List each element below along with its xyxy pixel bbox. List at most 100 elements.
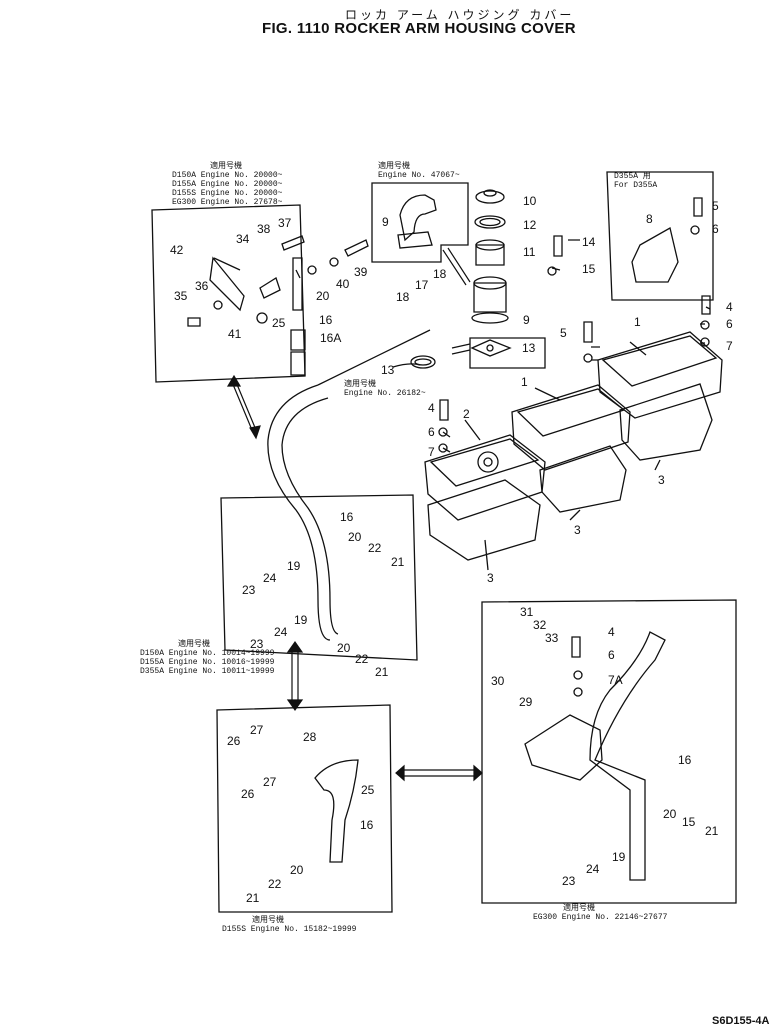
callout-4: 4	[726, 300, 733, 314]
callout-21: 21	[705, 824, 719, 838]
callout-21: 21	[391, 555, 405, 569]
callout-17: 17	[415, 278, 429, 292]
callout-20: 20	[337, 641, 351, 655]
callout-4: 4	[608, 625, 615, 639]
rocker-cover-left	[424, 434, 546, 561]
callout-36: 36	[195, 279, 209, 293]
callout-6: 6	[712, 222, 719, 236]
applicability-bottom-right: 適用号機 EG300 Engine No. 22146~27677	[533, 904, 668, 922]
callout-3: 3	[658, 473, 665, 487]
callout-22: 22	[355, 652, 369, 666]
callout-21: 21	[375, 665, 389, 679]
applicability-top-right: D355A 用 For D355A	[614, 172, 658, 190]
callout-20: 20	[316, 289, 330, 303]
detail-box-d355a	[606, 171, 714, 301]
callout-35: 35	[174, 289, 188, 303]
callout-19: 19	[612, 850, 626, 864]
callout-42: 42	[170, 243, 184, 257]
callout-18: 18	[396, 290, 410, 304]
callout-21: 21	[246, 891, 260, 905]
callout-25: 25	[361, 783, 375, 797]
callout-6: 6	[726, 317, 733, 331]
callout-31: 31	[520, 605, 534, 619]
callout-30: 30	[491, 674, 505, 688]
figure-title: FIG. 1110 ROCKER ARM HOUSING COVER	[262, 20, 576, 37]
cover-plate-eg300	[524, 714, 603, 781]
callout-27: 27	[263, 775, 277, 789]
tube-16-bottom-right	[589, 631, 666, 881]
callout-22: 22	[268, 877, 282, 891]
callout-3: 3	[574, 523, 581, 537]
detail-box-bottom-right	[481, 599, 737, 904]
rocker-cover-right	[597, 331, 723, 461]
applicability-top-left: 適用号機 D150A Engine No. 20000~ D155A Engin…	[172, 162, 283, 207]
rocker-cover-middle	[511, 384, 631, 513]
detail-box-mid-left	[220, 494, 418, 661]
callout-16: 16	[360, 818, 374, 832]
callout-7: 7	[726, 339, 733, 353]
drawing-code: S6D155-4A	[712, 1015, 770, 1027]
reference-arrows	[226, 247, 483, 782]
callout-20: 20	[663, 807, 677, 821]
callout-2: 2	[463, 407, 470, 421]
detail-box-13	[469, 337, 546, 369]
detail-box-top-mid	[371, 182, 469, 263]
callout-7a: 7A	[608, 673, 623, 687]
callout-12: 12	[523, 218, 537, 232]
callout-9: 9	[382, 215, 389, 229]
callout-29: 29	[519, 695, 533, 709]
callout-15: 15	[582, 262, 596, 276]
callout-10: 10	[523, 194, 537, 208]
callout-26: 26	[241, 787, 255, 801]
d355a-plate	[631, 227, 679, 283]
callout-20: 20	[348, 530, 362, 544]
callout-24: 24	[263, 571, 277, 585]
callout-28: 28	[303, 730, 317, 744]
title-japanese: ロッカ アーム ハウジング カバー	[345, 8, 575, 22]
callout-15: 15	[682, 815, 696, 829]
callout-11: 11	[523, 245, 536, 259]
callout-32: 32	[533, 618, 547, 632]
callout-8: 8	[646, 212, 653, 226]
callout-25: 25	[272, 316, 286, 330]
callout-3: 3	[487, 571, 494, 585]
callout-1: 1	[634, 315, 641, 329]
callout-23: 23	[562, 874, 576, 888]
callout-6: 6	[428, 425, 435, 439]
detail-box-top-left	[151, 204, 306, 383]
tube-16-bottom-left	[314, 759, 359, 863]
tube-16-main	[267, 384, 331, 641]
callout-13: 13	[522, 341, 536, 355]
callout-14: 14	[582, 235, 596, 249]
callout-34: 34	[236, 232, 250, 246]
applicability-mid-left: 適用号機 D150A Engine No. 10014~19999 D155A …	[140, 640, 275, 676]
callout-41: 41	[228, 327, 242, 341]
callout-19: 19	[294, 613, 308, 627]
callout-5: 5	[712, 199, 719, 213]
callout-18: 18	[433, 267, 447, 281]
callout-20: 20	[290, 863, 304, 877]
callout-38: 38	[257, 222, 271, 236]
callout-16: 16	[340, 510, 354, 524]
callout-40: 40	[336, 277, 350, 291]
callout-23: 23	[242, 583, 256, 597]
breather-elbow	[399, 194, 437, 242]
callout-27: 27	[250, 723, 264, 737]
breather-assembly	[410, 189, 512, 369]
callout-13: 13	[381, 363, 395, 377]
callout-1: 1	[521, 375, 528, 389]
applicability-engine-26182: 適用号機 Engine No. 26182~	[344, 380, 426, 398]
callout-19: 19	[287, 559, 301, 573]
callout-24: 24	[274, 625, 288, 639]
callout-5: 5	[560, 326, 567, 340]
detail-box-bottom-left	[216, 704, 393, 913]
callout-37: 37	[278, 216, 292, 230]
callout-7: 7	[428, 445, 435, 459]
callout-26: 26	[227, 734, 241, 748]
applicability-top-mid: 適用号機 Engine No. 47067~	[378, 162, 460, 180]
callout-24: 24	[586, 862, 600, 876]
callout-4: 4	[428, 401, 435, 415]
bolt-group	[438, 197, 711, 697]
callout-16: 16	[678, 753, 692, 767]
